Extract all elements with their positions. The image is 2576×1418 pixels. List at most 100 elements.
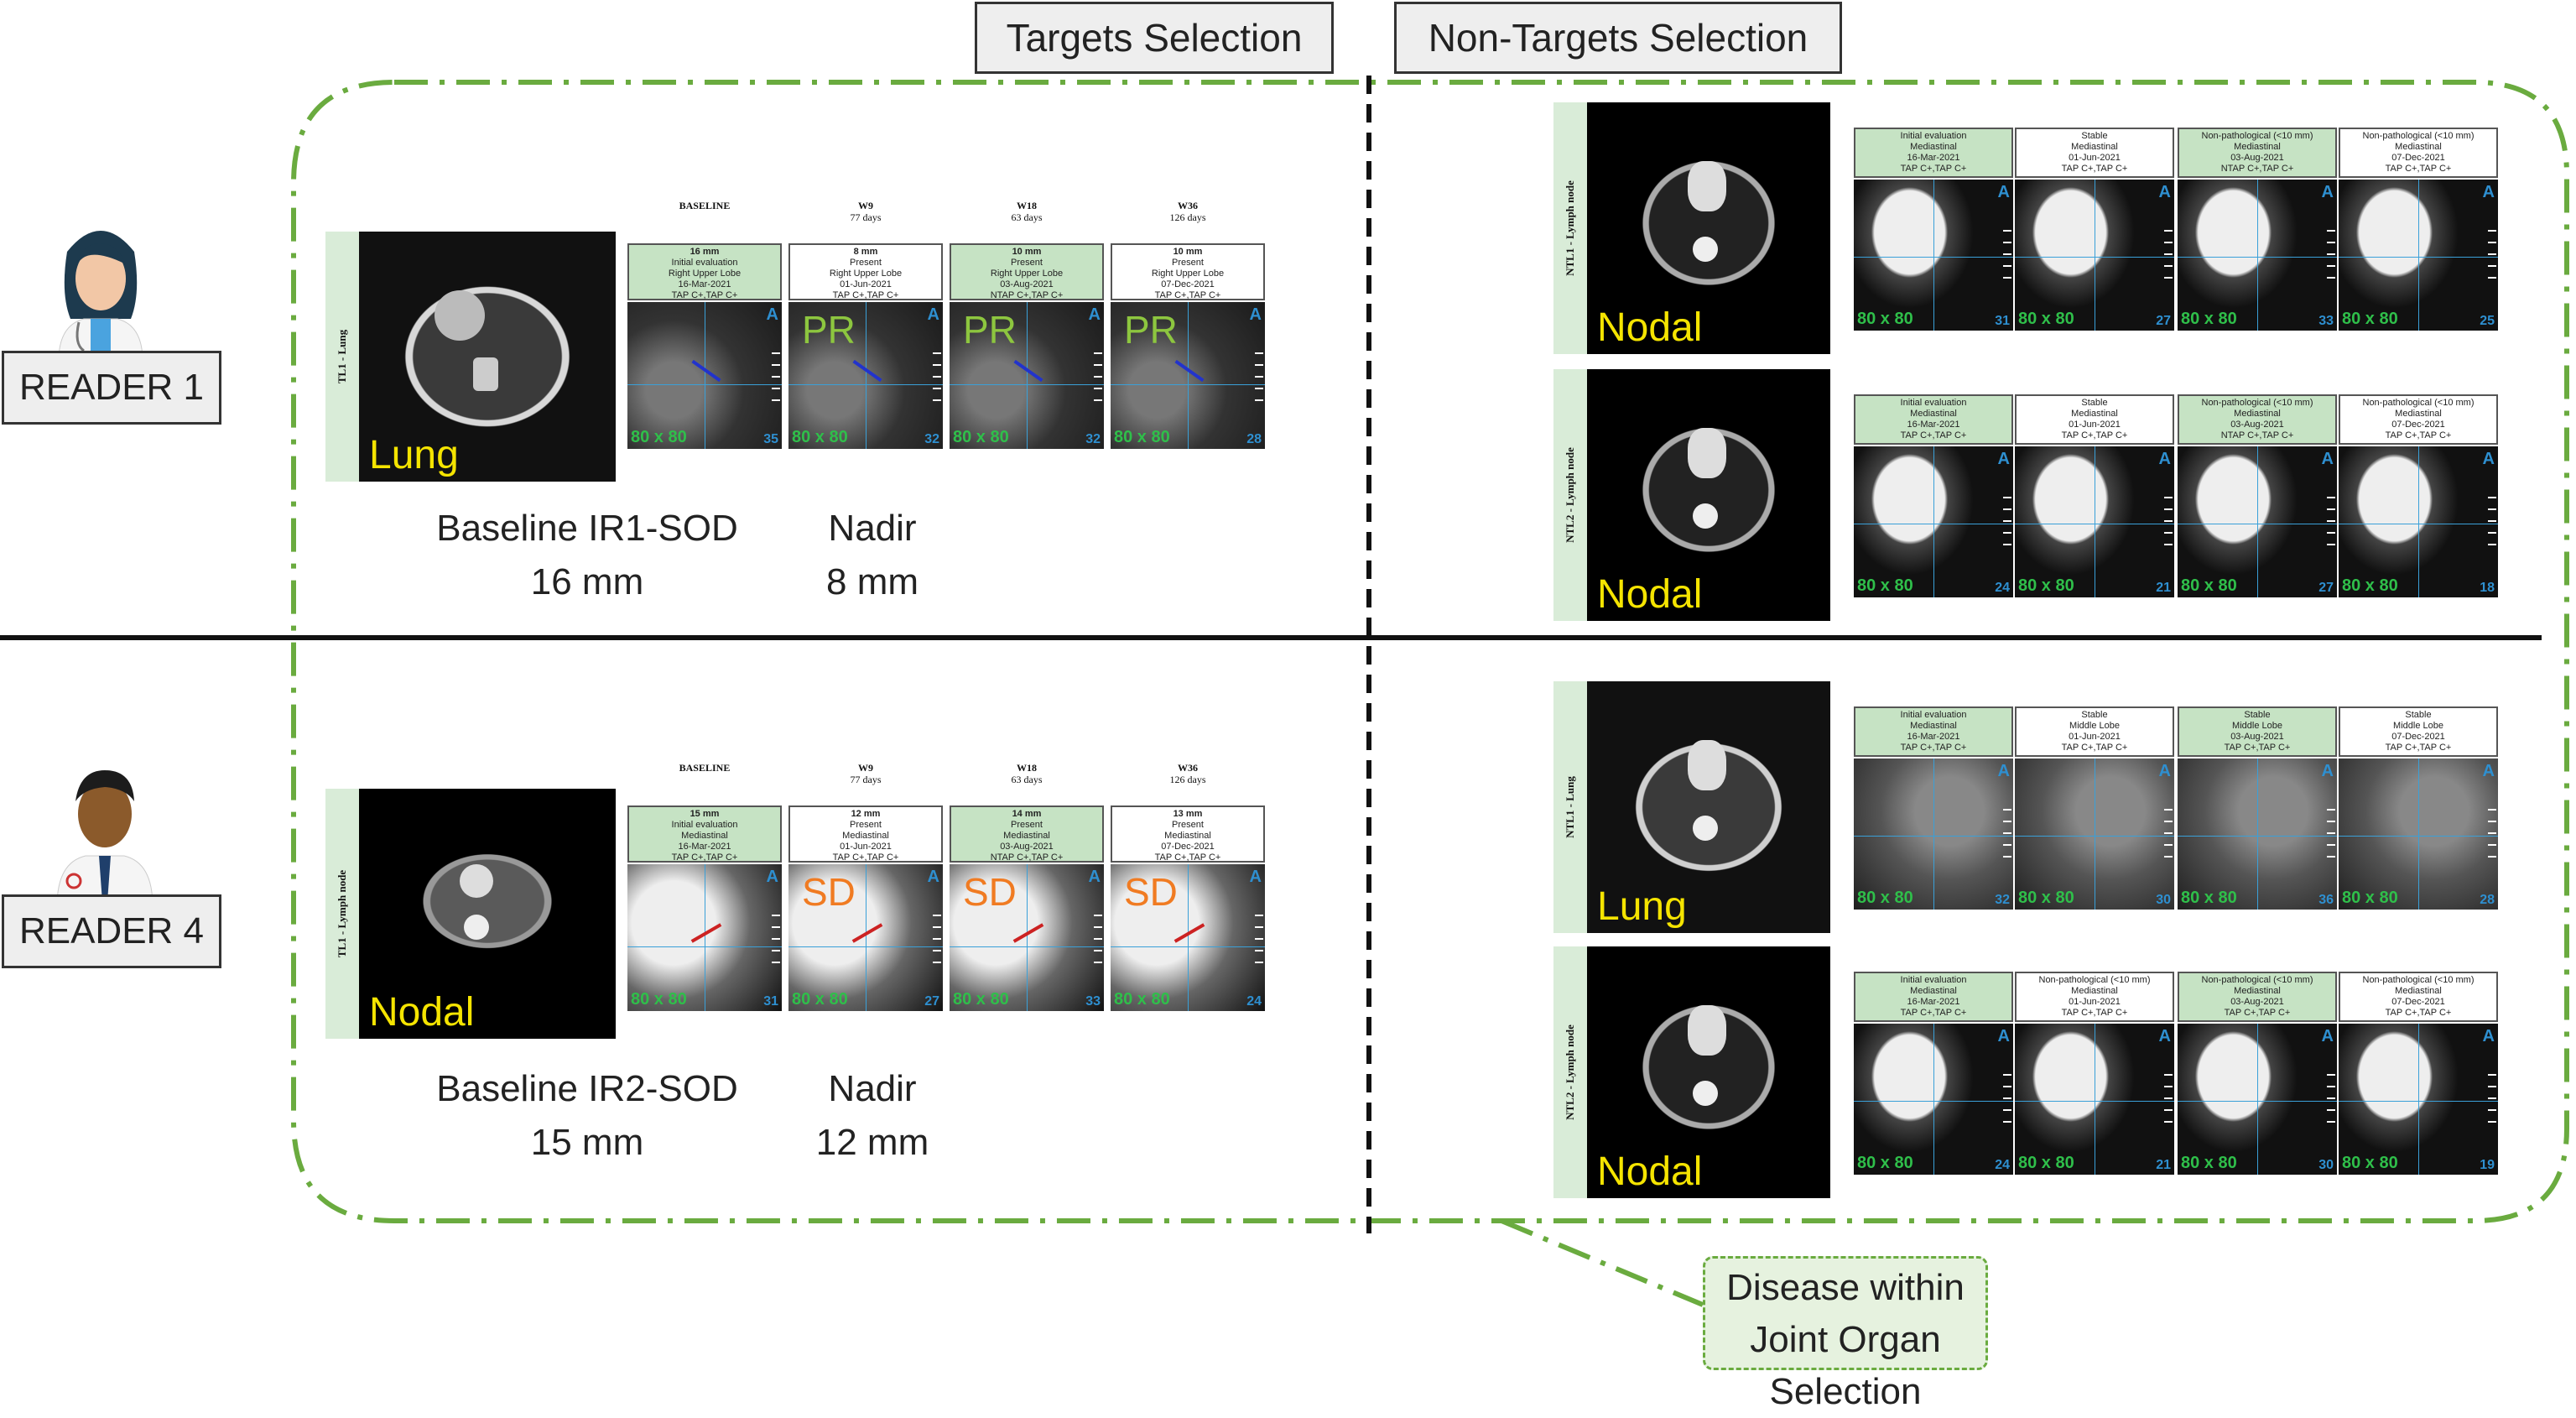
non-target-side-label: NTL1 - Lung	[1553, 681, 1587, 933]
slice-number: 33	[2318, 314, 2334, 328]
fov-label: 80 x 80	[2342, 1154, 2398, 1172]
slice-number: 32	[1995, 893, 2010, 907]
reader4-target-overview-ct: TL1 - Lymph node Nodal	[325, 789, 616, 1039]
scale-ticks	[1094, 915, 1102, 973]
chest-ct-image	[1587, 681, 1830, 933]
orientation-label: A	[927, 868, 939, 886]
response-label: PR	[802, 308, 856, 352]
fov-label: 80 x 80	[2181, 889, 2237, 907]
slice-number: 31	[1995, 314, 2010, 328]
measurement-marker	[851, 923, 883, 943]
fov-label: 80 x 80	[1114, 428, 1170, 446]
scale-ticks	[2327, 809, 2335, 868]
slice-number: 19	[2480, 1158, 2495, 1172]
lesion-zoom-image: A 80 x 80 31	[627, 864, 782, 1011]
scale-ticks	[2164, 497, 2173, 555]
orientation-label: A	[2158, 450, 2171, 468]
crosshair-vertical	[2257, 759, 2258, 910]
fov-label: 80 x 80	[2342, 576, 2398, 595]
orientation-label: A	[2158, 1027, 2171, 1045]
crosshair-vertical	[2257, 1024, 2258, 1175]
fov-label: 80 x 80	[631, 990, 687, 1009]
crosshair-vertical	[1027, 302, 1028, 449]
crosshair-vertical	[2257, 180, 2258, 331]
response-label: PR	[963, 308, 1017, 352]
targets-selection-label: Targets Selection	[1006, 16, 1303, 60]
measurement-marker	[1013, 359, 1043, 383]
crosshair-vertical	[1933, 446, 1934, 597]
reader4-target-side-label: TL1 - Lymph node	[325, 789, 359, 1039]
orientation-label: A	[2321, 183, 2334, 201]
slice-number: 30	[2156, 893, 2171, 907]
response-label: PR	[1124, 308, 1178, 352]
scale-ticks	[2488, 230, 2496, 289]
scale-ticks	[772, 352, 780, 411]
slice-number: 21	[2156, 1158, 2171, 1172]
non-target-side-label: NTL2 - Lymph node	[1553, 369, 1587, 621]
crosshair-vertical	[2257, 446, 2258, 597]
scale-ticks	[2003, 230, 2011, 289]
fov-label: 80 x 80	[1857, 310, 1913, 328]
response-label: SD	[1124, 870, 1178, 914]
orientation-label: A	[1088, 868, 1101, 886]
slice-number: 32	[1085, 432, 1101, 446]
scale-ticks	[2164, 1074, 2173, 1133]
orientation-label: A	[1997, 1027, 2010, 1045]
reader4-nadir-caption: Nadir 12 mm	[815, 1068, 929, 1163]
fov-label: 80 x 80	[2018, 576, 2074, 595]
node-zoom-image: A 80 x 80 19	[2339, 1024, 2498, 1175]
fov-label: 80 x 80	[1857, 576, 1913, 595]
reader1-nadir-caption: Nadir 8 mm	[826, 508, 919, 602]
chest-ct-image	[1587, 369, 1830, 621]
slice-number: 28	[2480, 893, 2495, 907]
slice-number: 24	[1995, 581, 2010, 595]
slice-number: 33	[1085, 994, 1101, 1009]
fov-label: 80 x 80	[2018, 889, 2074, 907]
mediastinal-ct-image	[359, 789, 616, 1039]
crosshair-vertical	[2418, 1024, 2419, 1175]
scale-ticks	[933, 352, 941, 411]
slice-number: 31	[763, 994, 778, 1009]
orientation-label: A	[2482, 1027, 2495, 1045]
scale-ticks	[1255, 352, 1263, 411]
orientation-label: A	[2482, 450, 2495, 468]
orientation-label: A	[766, 868, 778, 886]
scale-ticks	[1255, 915, 1263, 973]
fov-label: 80 x 80	[2018, 1154, 2074, 1172]
fov-label: 80 x 80	[2342, 889, 2398, 907]
response-label: SD	[802, 870, 856, 914]
timepoint-label: BASELINE	[679, 200, 731, 211]
crosshair-vertical	[1933, 180, 1934, 331]
fov-label: 80 x 80	[631, 428, 687, 446]
slice-number: 32	[924, 432, 939, 446]
non-target-side-label: NTL1 - Lymph node	[1553, 102, 1587, 354]
slice-number: 27	[924, 994, 939, 1009]
organ-label: Nodal	[1597, 572, 1703, 617]
